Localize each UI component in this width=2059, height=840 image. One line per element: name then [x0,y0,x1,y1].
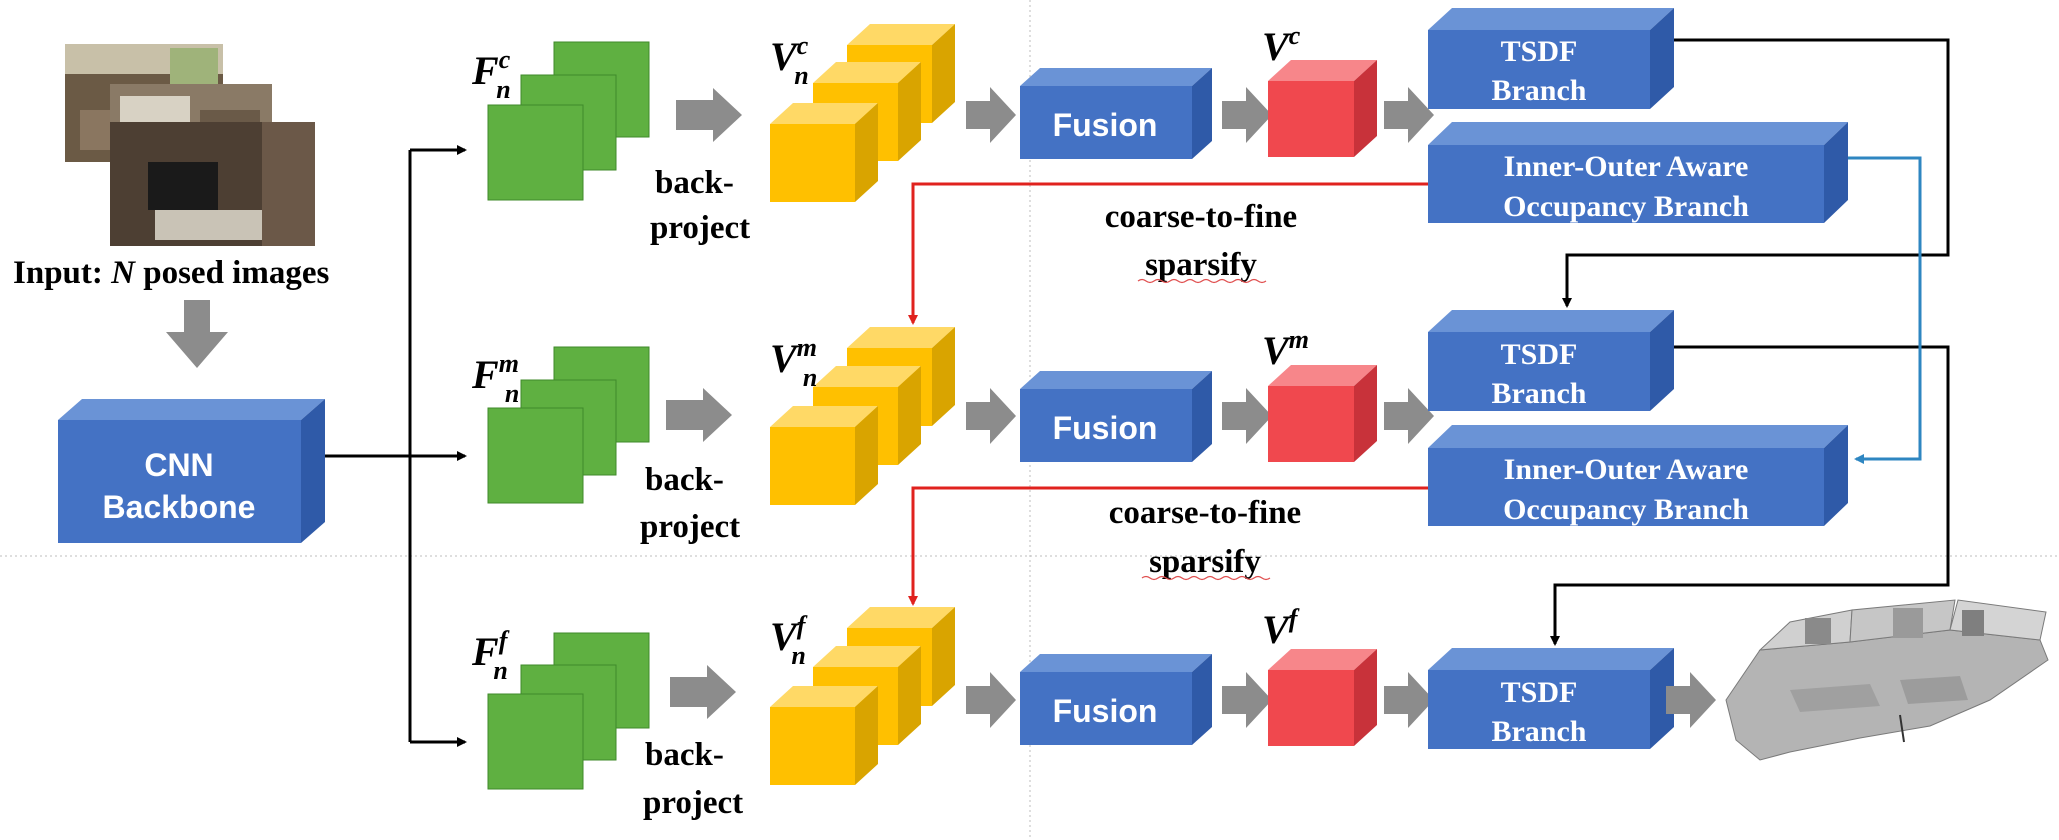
blue-occupancy-arrow [1848,156,1922,464]
backproject-label-coarse-2: project [650,210,750,246]
spellcheck-underline-coarse [1137,278,1267,284]
tsdf-label-fine-2: Branch [1491,715,1586,748]
tsdf-label-coarse-2: Branch [1491,74,1586,107]
tsdf-label-medium-1: TSDF [1501,338,1578,371]
spellcheck-underline-medium [1141,575,1271,581]
backproject-label-coarse-1: back- [655,165,734,201]
gray-arrow-to-mesh [1666,672,1716,728]
backproject-label-fine-2: project [643,785,743,821]
occupancy-block-coarse: Inner-Outer Aware Occupancy Branch [1428,122,1848,223]
red-sparsify-arrow-coarse-to-medium [908,182,1428,325]
gray-arrow-to-fused-coarse [1222,87,1272,143]
fused-label-coarse: Vc [1262,21,1301,69]
gray-arrow-to-tsdf-fine [1384,672,1434,728]
fusion-block-medium: Fusion [1020,371,1212,462]
gray-arrow-backproject-fine [670,665,736,719]
gray-arrow-backproject-medium [666,388,732,442]
reconstructed-mesh [1725,599,2049,761]
gray-arrow-to-fusion-fine [966,672,1016,728]
sparsify-label-coarse-1: coarse-to-fine [1105,199,1297,235]
tsdf-block-coarse: TSDF Branch [1428,8,1674,109]
input-photo-3 [110,122,315,246]
fused-label-medium: Vm [1262,325,1309,373]
occupancy-label-medium-2: Occupancy Branch [1503,493,1749,526]
fusion-label-medium: Fusion [1053,410,1158,446]
fused-label-fine: Vf [1262,604,1300,652]
fusion-label-coarse: Fusion [1053,107,1158,143]
occupancy-label-coarse-1: Inner-Outer Aware [1504,150,1749,183]
fused-volume-medium [1268,365,1377,462]
input-label: Input: N posed images [13,255,329,291]
cnn-backbone-label-1: CNN [144,447,213,483]
gray-arrow-to-fusion-medium [966,388,1016,444]
feature-maps-coarse [487,41,650,201]
backproject-label-medium-2: project [640,509,740,545]
backproject-label-medium-1: back- [645,462,724,498]
sparsify-label-medium-1: coarse-to-fine [1109,495,1301,531]
black-tsdf-arrow-coarse-to-medium [1562,38,1950,308]
gray-arrow-to-fusion-coarse [966,87,1016,143]
fusion-block-coarse: Fusion [1020,68,1212,159]
occupancy-label-medium-1: Inner-Outer Aware [1504,453,1749,486]
gray-arrow-to-tsdf-medium [1384,388,1434,444]
black-tsdf-arrow-medium-to-fine [1550,345,1950,646]
volume-cubes-coarse [770,24,955,202]
cnn-backbone-block: CNN Backbone [58,399,325,543]
backbone-branch-arrows [325,145,467,747]
gray-arrow-to-tsdf-coarse [1384,87,1434,143]
tsdf-block-fine: TSDF Branch [1428,648,1674,749]
fused-volume-coarse [1268,60,1377,157]
volume-cubes-medium [770,327,955,505]
red-sparsify-arrow-medium-to-fine [908,486,1428,606]
gray-arrow-to-fused-fine [1222,672,1272,728]
fused-volume-fine [1268,649,1377,746]
input-images [65,44,315,246]
cnn-backbone-label-2: Backbone [103,489,256,525]
gray-arrow-down [166,300,228,368]
backproject-label-fine-1: back- [645,737,724,773]
tsdf-label-medium-2: Branch [1491,377,1586,410]
sparsify-label-coarse-2: sparsify [1145,247,1257,283]
gray-arrow-to-fused-medium [1222,388,1272,444]
fusion-block-fine: Fusion [1020,654,1212,745]
volume-cubes-fine [770,607,955,785]
tsdf-label-coarse-1: TSDF [1501,35,1578,68]
fusion-label-fine: Fusion [1053,693,1158,729]
sparsify-label-medium-2: sparsify [1149,544,1261,580]
gray-arrow-backproject-coarse [676,88,742,142]
feature-maps-medium [487,346,650,504]
occupancy-block-medium: Inner-Outer Aware Occupancy Branch [1428,425,1848,526]
occupancy-label-coarse-2: Occupancy Branch [1503,190,1749,223]
tsdf-block-medium: TSDF Branch [1428,310,1674,411]
tsdf-label-fine-1: TSDF [1501,676,1578,709]
feature-maps-fine [487,632,650,790]
